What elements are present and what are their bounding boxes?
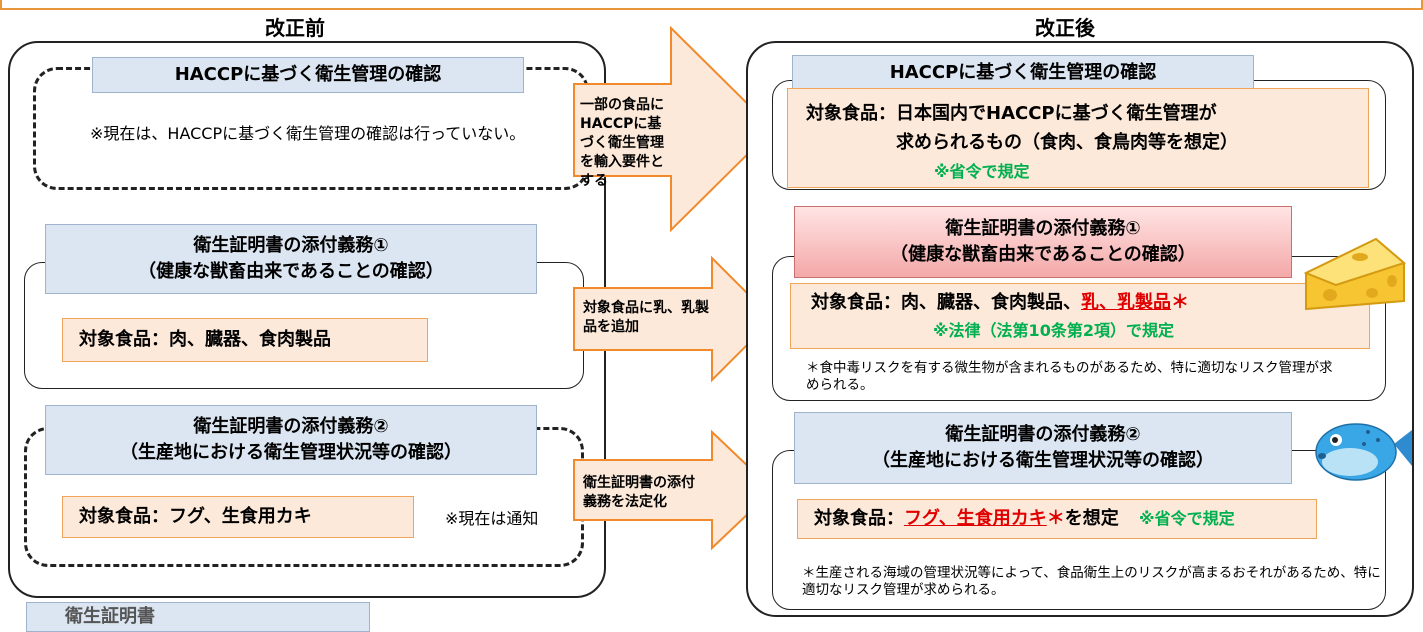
after-cert2-food: 対象食品：フグ、生食用カキ＊を想定 ※省令で規定 — [797, 499, 1317, 539]
arrow-2-label: 対象食品に乳、乳製品を追加 — [583, 300, 709, 335]
after-column-title: 改正後 — [1035, 16, 1095, 40]
after-cert2-food-suffix: を想定 — [1064, 508, 1119, 529]
after-haccp-food-line2: 求められるもの（食肉、食鳥肉等を想定） — [896, 132, 1238, 153]
after-haccp-header: HACCPに基づく衛生管理の確認 — [792, 55, 1254, 91]
after-cert1-header: 衛生証明書の添付義務① （健康な獣畜由来であることの確認） — [794, 206, 1292, 278]
arrow-1-label: 一部の食品にHACCPに基づく衛生管理を輸入要件とする — [580, 97, 664, 189]
after-haccp-food-line1: 日本国内でHACCPに基づく衛生管理が — [896, 103, 1217, 124]
arrows-layer — [573, 26, 775, 551]
after-cert2-food-items: フグ、生食用カキ — [904, 508, 1047, 529]
after-cert1-food-added: 乳、乳製品 — [1081, 292, 1171, 313]
arrow-1 — [573, 26, 775, 233]
arrow-3-label: 衛生証明書の添付義務を法定化 — [583, 475, 695, 510]
cheese-icon — [1303, 237, 1407, 311]
after-haccp-food: 対象食品：日本国内でHACCPに基づく衛生管理が 求められるもの（食肉、食鳥肉等… — [787, 88, 1369, 188]
before-haccp-note: ※現在は、HACCPに基づく衛生管理の確認は行っていない。 — [90, 124, 526, 143]
after-cert2-header: 衛生証明書の添付義務② （生産地における衛生管理状況等の確認） — [794, 412, 1292, 484]
after-haccp-food-label: 対象食品： — [806, 103, 896, 124]
before-cert1-header: 衛生証明書の添付義務① （健康な獣畜由来であることの確認） — [45, 224, 537, 294]
before-haccp-header: HACCPに基づく衛生管理の確認 — [92, 57, 524, 93]
before-bottom-tab: 衛生証明書 — [26, 602, 370, 632]
after-cert2-food-mark: ＊ — [1046, 508, 1065, 529]
after-cert1-food-mark: ＊ — [1171, 292, 1189, 313]
after-haccp-rule: ※省令で規定 — [934, 162, 1030, 181]
before-column-title: 改正前 — [265, 16, 325, 40]
after-cert1-footnote: ＊食中毒リスクを有する微生物が含まれるものがあるため、特に適切なリスク管理が求め… — [806, 360, 1333, 393]
before-cert2-food: 対象食品：フグ、生食用カキ — [62, 496, 414, 538]
after-cert1-rule: ※法律（法第10条第2項）で規定 — [933, 321, 1174, 340]
before-cert1-food: 対象食品：肉、臓器、食肉製品 — [62, 318, 428, 362]
before-cert2-note: ※現在は通知 — [445, 509, 539, 528]
after-cert1-food-prefix: 対象食品：肉、臓器、食肉製品、 — [811, 292, 1081, 313]
top-frame — [0, 0, 1423, 10]
after-cert2-footnote: ＊生産される海域の管理状況等によって、食品衛生上のリスクが高まるおそれがあるため… — [802, 565, 1381, 598]
after-cert2-food-label: 対象食品： — [814, 508, 904, 529]
pufferfish-icon — [1315, 423, 1412, 481]
before-cert2-header: 衛生証明書の添付義務② （生産地における衛生管理状況等の確認） — [45, 405, 537, 475]
arrow-3 — [573, 429, 775, 551]
after-cert1-food: 対象食品：肉、臓器、食肉製品、乳、乳製品＊ ※法律（法第10条第2項）で規定 — [790, 283, 1370, 349]
arrow-2 — [573, 255, 775, 383]
after-cert2-rule: ※省令で規定 — [1139, 509, 1235, 528]
